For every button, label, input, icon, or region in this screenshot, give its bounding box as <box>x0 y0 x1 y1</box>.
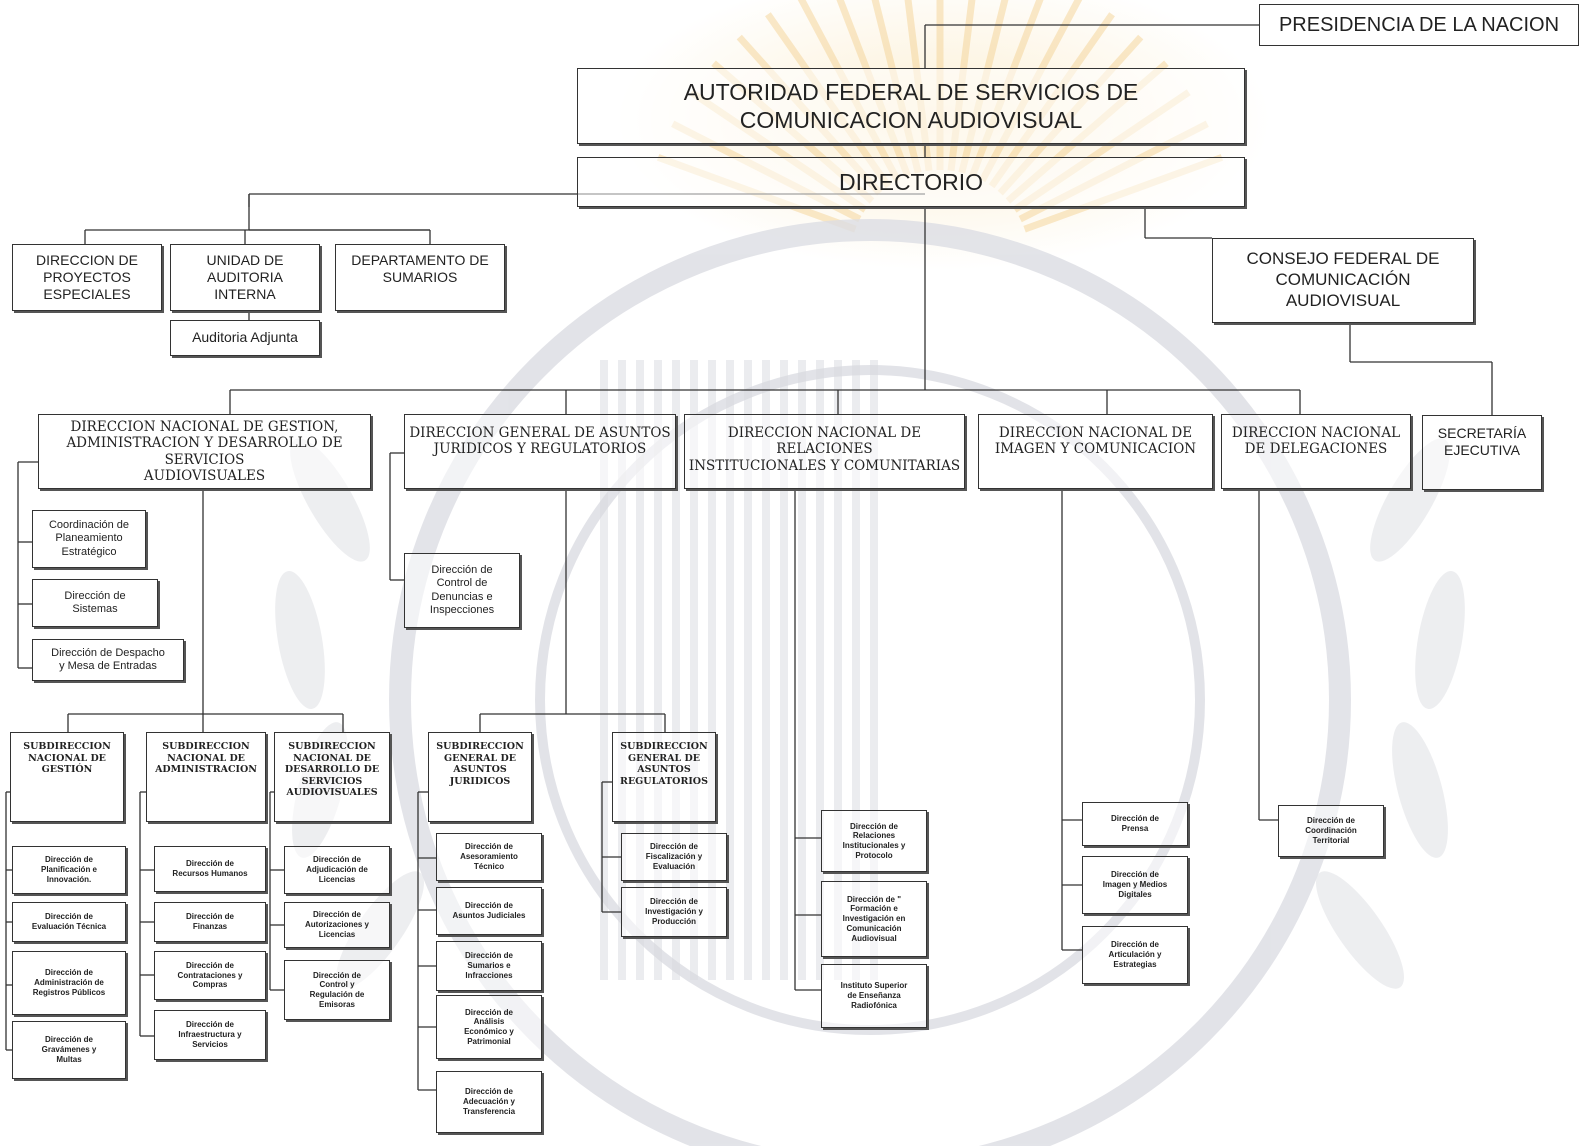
box-delegaciones-item: Dirección de Coordinación Territorial <box>1278 805 1384 857</box>
box-dn-gestion: DIRECCION NACIONAL DE GESTION, ADMINISTR… <box>38 414 371 489</box>
box-sub-administracion: SUBDIRECCION NACIONAL DE ADMINISTRACION <box>146 732 266 822</box>
box-coordinacion-planeamiento: Coordinación de Planeamiento Estratégico <box>32 510 146 568</box>
box-consejo-federal: CONSEJO FEDERAL DE COMUNICACIÓN AUDIOVIS… <box>1212 238 1474 323</box>
box-dn-relaciones: DIRECCION NACIONAL DE RELACIONES INSTITU… <box>684 414 965 489</box>
box-admin-item: Dirección de Infraestructura y Servicios <box>154 1010 266 1060</box>
box-sub-gestion: SUBDIRECCION NACIONAL DE GESTIÓN <box>10 732 124 822</box>
box-admin-item: Dirección de Contrataciones y Compras <box>154 951 266 1000</box>
box-gestion-item: Dirección de Evaluación Técnica <box>12 902 126 942</box>
box-imagen-item: Dirección de Imagen y Medios Digitales <box>1082 856 1188 914</box>
box-departamento-sumarios: DEPARTAMENTO DE SUMARIOS <box>335 244 505 311</box>
box-dn-imagen: DIRECCION NACIONAL DE IMAGEN Y COMUNICAC… <box>978 414 1213 489</box>
box-imagen-item: Dirección de Articulación y Estrategias <box>1082 926 1188 984</box>
box-dg-asuntos-juridicos: DIRECCION GENERAL DE ASUNTOS JURIDICOS Y… <box>404 414 676 489</box>
box-unidad-auditoria-interna: UNIDAD DE AUDITORIA INTERNA <box>170 244 320 311</box>
box-sub-juridicos: SUBDIRECCION GENERAL DE ASUNTOS JURIDICO… <box>428 732 532 822</box>
box-dn-delegaciones: DIRECCION NACIONAL DE DELEGACIONES <box>1221 414 1411 489</box>
box-directorio: DIRECTORIO <box>577 157 1245 207</box>
box-relaciones-item: Instituto Superior de Enseñanza Radiofón… <box>821 964 927 1028</box>
box-secretaria-ejecutiva: SECRETARÍA EJECUTIVA <box>1422 415 1542 490</box>
box-imagen-item: Dirección de Prensa <box>1082 802 1188 846</box>
box-juridicos-item: Dirección de Sumarios e Infracciones <box>436 941 542 991</box>
box-gestion-item: Dirección de Gravámenes y Multas <box>12 1021 126 1079</box>
box-desarrollo-item: Dirección de Adjudicación de Licencias <box>284 846 390 894</box>
box-admin-item: Dirección de Recursos Humanos <box>154 846 266 892</box>
box-direccion-despacho: Dirección de Despacho y Mesa de Entradas <box>32 639 184 681</box>
box-auditoria-adjunta: Auditoria Adjunta <box>170 320 320 356</box>
box-relaciones-item: Dirección de " Formación e Investigación… <box>821 881 927 957</box>
box-juridicos-item: Dirección de Asuntos Judiciales <box>436 887 542 935</box>
box-regulatorios-item: Dirección de Investigación y Producción <box>621 887 727 937</box>
box-regulatorios-item: Dirección de Fiscalización y Evaluación <box>621 833 727 881</box>
box-juridicos-item: Dirección de Análisis Económico y Patrim… <box>436 995 542 1059</box>
box-juridicos-item: Dirección de Asesoramiento Técnico <box>436 833 542 881</box>
box-presidencia: PRESIDENCIA DE LA NACION <box>1259 4 1579 46</box>
box-sub-desarrollo: SUBDIRECCION NACIONAL DE DESARROLLO DE S… <box>274 732 390 822</box>
box-desarrollo-item: Dirección de Autorizaciones y Licencias <box>284 902 390 948</box>
box-direccion-sistemas: Dirección de Sistemas <box>32 579 158 627</box>
box-juridicos-item: Dirección de Adecuación y Transferencia <box>436 1071 542 1133</box>
box-admin-item: Dirección de Finanzas <box>154 902 266 942</box>
box-autoridad-federal: AUTORIDAD FEDERAL DE SERVICIOS DE COMUNI… <box>577 68 1245 144</box>
box-gestion-item: Dirección de Administración de Registros… <box>12 951 126 1015</box>
box-direccion-control-denuncias: Dirección de Control de Denuncias e Insp… <box>404 553 520 628</box>
box-direccion-proyectos-especiales: DIRECCION DE PROYECTOS ESPECIALES <box>12 244 162 311</box>
box-desarrollo-item: Dirección de Control y Regulación de Emi… <box>284 960 390 1020</box>
box-sub-regulatorios: SUBDIRECCION GENERAL DE ASUNTOS REGULATO… <box>612 732 716 822</box>
box-gestion-item: Dirección de Planificación e Innovación. <box>12 846 126 894</box>
box-relaciones-item: Dirección de Relaciones Institucionales … <box>821 810 927 872</box>
